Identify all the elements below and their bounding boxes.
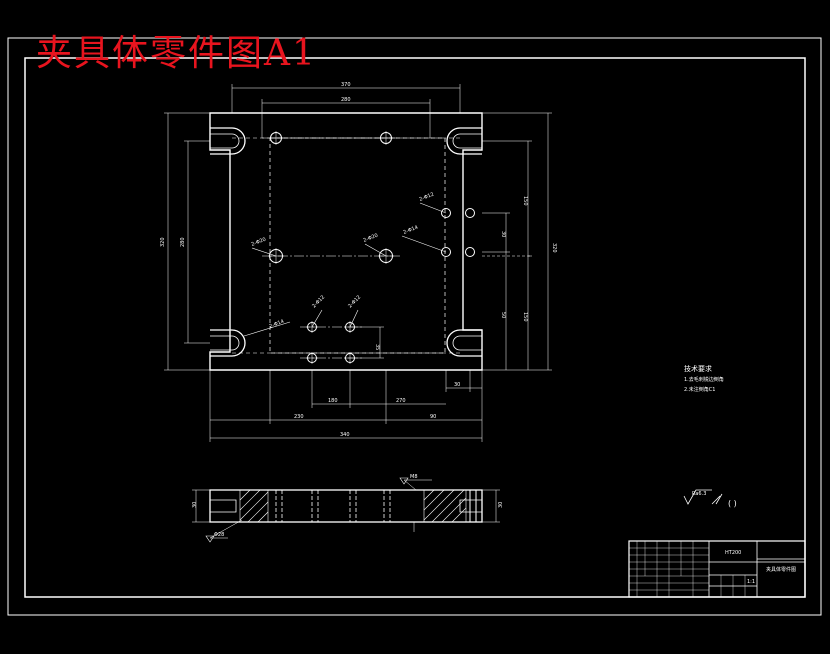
section-outline (209, 489, 483, 523)
inner-frame (24, 57, 806, 598)
section-thk-left: 30 (192, 502, 198, 508)
dim-right-upper: 150 (522, 196, 528, 206)
section-thk-right: 30 (498, 502, 504, 508)
title-block (628, 540, 806, 598)
dim-bottom-c: 90 (430, 414, 436, 420)
notes-line2: 2.未注倒角C1 (684, 386, 715, 393)
title-block-scale: 1:1 (747, 579, 755, 585)
roughness-label: Ra6.3 (692, 491, 706, 497)
hole-g (441, 247, 451, 257)
dim-bottom-e: 50 (500, 312, 506, 318)
roughness-rest: ( ) (728, 499, 737, 508)
outer-frame (7, 37, 822, 616)
dim-bottom-a: 230 (294, 414, 304, 420)
dim-top-overall: 370 (341, 82, 351, 88)
dim-bottom-b: 180 (328, 398, 338, 404)
dim-left-inner: 280 (180, 237, 186, 247)
callout-6: 2-Φ12 (311, 294, 326, 309)
title-block-drawing-name: 夹具体零件图 (766, 566, 796, 573)
dim-top-inner: 280 (341, 97, 351, 103)
dim-right-overall: 320 (551, 243, 557, 253)
hole-e (441, 208, 451, 218)
callout-1: 2-Φ12 (419, 192, 435, 203)
slot-top-left (210, 127, 246, 155)
dim-bottom-overall: 340 (340, 432, 350, 438)
notes-heading: 技术要求 (684, 364, 712, 373)
dim-bottom-d: 270 (396, 398, 406, 404)
section-callout-2: M8 (410, 474, 418, 480)
notes-line1: 1.去毛刺锐边倒角 (684, 376, 724, 383)
hole-f (465, 208, 475, 218)
technical-notes: 技术要求 1.去毛刺锐边倒角 2.未注倒角C1 (684, 364, 724, 393)
callout-3: 2-Φ20 (363, 233, 379, 244)
dim-right-lower: 150 (522, 312, 528, 322)
section-callout-1: Φ28 (214, 532, 224, 538)
slot-top-right (446, 127, 482, 155)
slot-bottom-left (210, 329, 246, 357)
dim-bottom-g: 30 (454, 382, 460, 388)
callout-2: 2-Φ14 (403, 225, 419, 236)
hole-h (465, 247, 475, 257)
title-block-material: HT200 (725, 550, 741, 556)
hatch-right (423, 489, 467, 523)
callout-7: 2-Φ12 (347, 294, 362, 309)
slot-bottom-right (446, 329, 482, 357)
hatch-left (239, 489, 269, 523)
roughness-symbol (683, 489, 723, 505)
section-view (192, 477, 500, 543)
callout-5: 2-Φ14 (269, 319, 285, 330)
callout-4: 2-Φ20 (251, 237, 267, 248)
dim-small-v: 30 (500, 231, 506, 237)
plan-view (164, 84, 552, 442)
hidden-pocket (269, 137, 446, 354)
dim-bottom-f: 35 (374, 344, 380, 350)
drawing-title: 夹具体零件图A1 (36, 33, 317, 74)
dim-left-overall: 320 (160, 237, 166, 247)
